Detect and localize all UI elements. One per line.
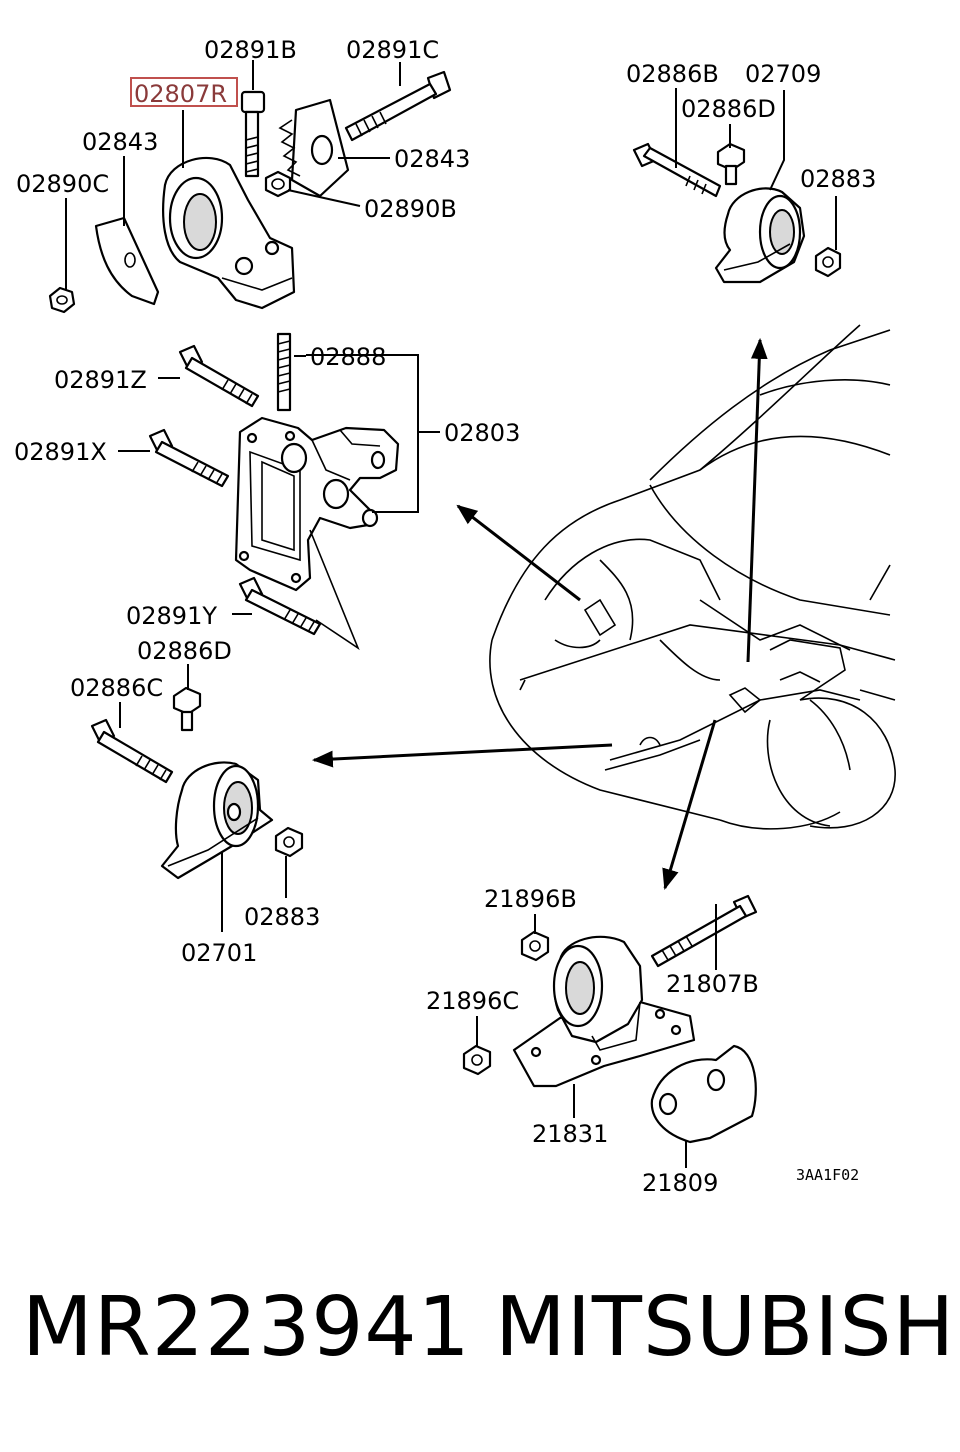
label-02701: 02701 bbox=[181, 939, 257, 967]
label-02883-top: 02883 bbox=[800, 165, 876, 193]
label-02886d-top: 02886D bbox=[681, 95, 776, 123]
label-21831: 21831 bbox=[532, 1120, 608, 1148]
part-group-21831 bbox=[462, 894, 758, 1168]
product-footer: MR223941 MITSUBISHI bbox=[0, 1280, 960, 1400]
bolt-02891z-icon bbox=[178, 344, 260, 408]
nut-21896c-icon bbox=[462, 1044, 492, 1076]
label-02883-lower: 02883 bbox=[244, 903, 320, 931]
nut-02890b-icon bbox=[264, 170, 292, 198]
bolt-02886b-icon bbox=[632, 142, 722, 198]
nut-02890c-icon bbox=[48, 286, 76, 314]
part-group-02701 bbox=[90, 664, 304, 932]
engine-mount-21831-icon bbox=[512, 935, 696, 1088]
engine-mount-02701-icon bbox=[160, 761, 274, 880]
label-21896b: 21896B bbox=[484, 885, 577, 913]
label-02891y: 02891Y bbox=[126, 602, 217, 630]
label-02890c: 02890C bbox=[16, 170, 109, 198]
part-group-02807r bbox=[48, 60, 452, 314]
shield-plate-21809-icon bbox=[650, 1044, 757, 1144]
label-02803: 02803 bbox=[444, 419, 520, 447]
engine-mount-02709-icon bbox=[714, 187, 806, 284]
part-number: MR223941 bbox=[22, 1280, 471, 1375]
highlight-box-02807r bbox=[130, 77, 238, 107]
bracket-02803-icon bbox=[234, 416, 400, 592]
bolt-02886d-lower-icon bbox=[172, 686, 202, 732]
bolt-02891c-icon bbox=[344, 70, 452, 142]
label-02891c: 02891C bbox=[346, 36, 439, 64]
label-02843-left: 02843 bbox=[82, 128, 158, 156]
label-02891x: 02891X bbox=[14, 438, 107, 466]
bolt-02886d-icon bbox=[716, 142, 746, 186]
bolt-02891b-icon bbox=[240, 90, 266, 178]
label-02891z: 02891Z bbox=[54, 366, 147, 394]
label-21896c: 21896C bbox=[426, 987, 519, 1015]
part-callout-labels: 02891B 02891C 02807R 02843 02843 02890C … bbox=[14, 36, 876, 1197]
toothed-washer-02843-icon bbox=[278, 98, 350, 198]
location-arrows bbox=[311, 337, 768, 891]
part-group-02803 bbox=[118, 332, 440, 651]
label-02709: 02709 bbox=[745, 60, 821, 88]
bolt-02891x-icon bbox=[148, 428, 230, 488]
engine-mount-exploded-diagram: 02891B 02891C 02807R 02843 02843 02890C … bbox=[14, 36, 896, 1197]
label-02886c: 02886C bbox=[70, 674, 163, 702]
label-21809: 21809 bbox=[642, 1169, 718, 1197]
part-group-02709 bbox=[632, 88, 842, 284]
nut-21896b-icon bbox=[520, 930, 550, 962]
label-02890b: 02890B bbox=[364, 195, 457, 223]
diagram-code: 3AA1F02 bbox=[796, 1166, 859, 1184]
bolt-02886c-icon bbox=[90, 718, 174, 784]
nut-02883-icon bbox=[814, 246, 842, 278]
label-02843-right: 02843 bbox=[394, 145, 470, 173]
bolt-21807b-icon bbox=[650, 894, 758, 968]
label-02807r[interactable]: 02807R bbox=[134, 80, 227, 108]
label-02888: 02888 bbox=[310, 343, 386, 371]
label-02886d-lower: 02886D bbox=[137, 637, 232, 665]
label-02886b: 02886B bbox=[626, 60, 719, 88]
label-21807b: 21807B bbox=[666, 970, 759, 998]
nut-02883-lower-icon bbox=[274, 826, 304, 858]
bolt-02891y-icon bbox=[238, 576, 322, 636]
stud-02888-icon bbox=[276, 332, 292, 412]
shield-plate-02843-icon bbox=[94, 216, 160, 306]
engine-mount-02807r-icon bbox=[162, 156, 296, 310]
vehicle-front-outline bbox=[489, 324, 896, 830]
label-02891b: 02891B bbox=[204, 36, 297, 64]
brand-name: MITSUBISHI bbox=[495, 1280, 960, 1375]
